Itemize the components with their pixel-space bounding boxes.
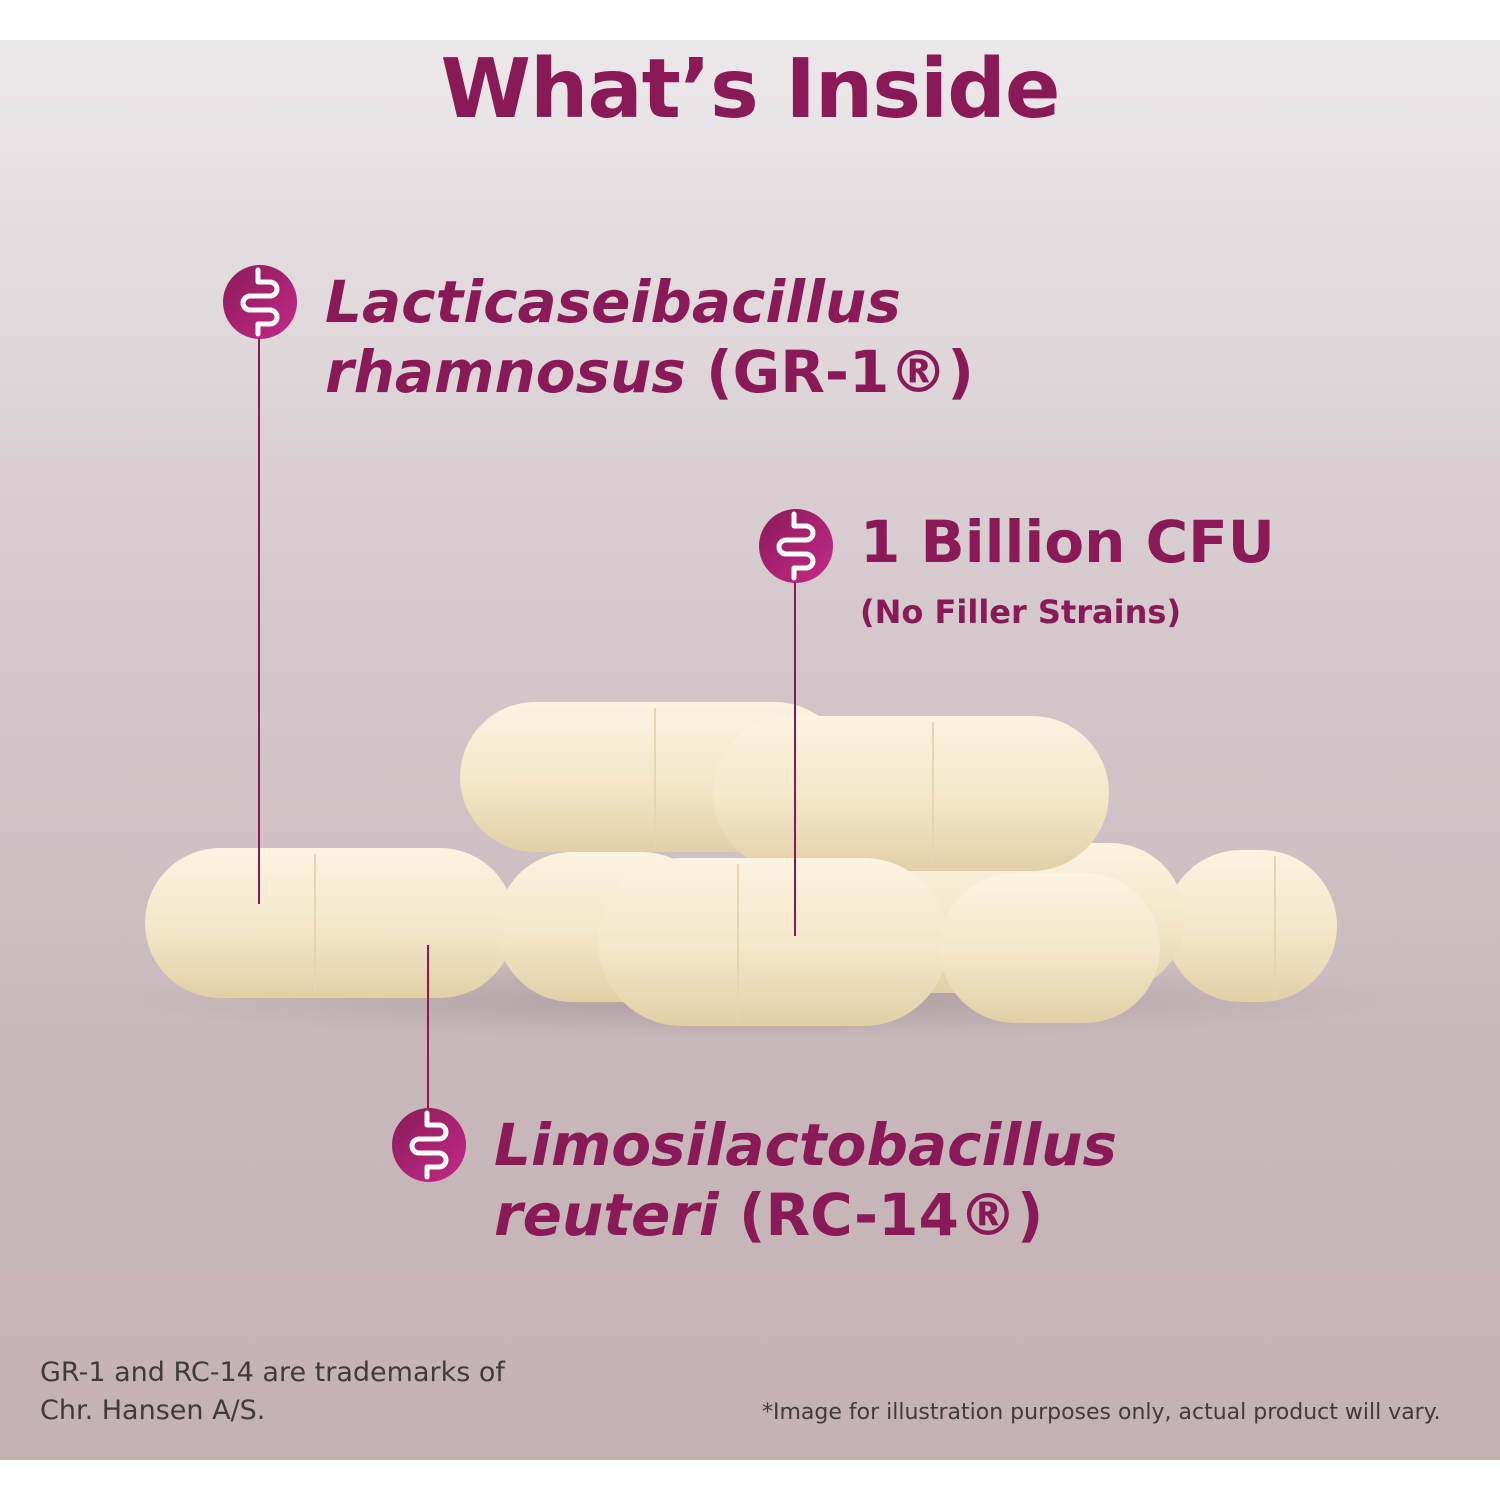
ingredient-strain: (RC-14®)	[738, 1180, 1044, 1249]
trademark-line: Chr. Hansen A/S.	[40, 1395, 266, 1426]
disclaimer-note: *Image for illustration purposes only, a…	[762, 1400, 1441, 1425]
leader-line-1	[258, 338, 260, 904]
capsule	[940, 873, 1160, 1023]
trademark-note: GR-1 and RC-14 are trademarks of Chr. Ha…	[40, 1354, 505, 1430]
ingredient-rhamnosus: Lacticaseibacillus rhamnosus (GR-1®)	[325, 268, 974, 407]
intestine-icon	[391, 1107, 467, 1183]
leader-line-2	[794, 580, 796, 936]
capsule-illustration	[120, 702, 1400, 1040]
intestine-icon	[222, 264, 298, 340]
ingredient-latin-name: Limosilactobacillus	[494, 1111, 1117, 1179]
capsule	[1165, 850, 1337, 1002]
leader-line-3	[427, 945, 429, 1117]
infographic-panel: What’s Inside	[0, 40, 1500, 1460]
page-title: What’s Inside	[440, 42, 1061, 137]
cfu-headline: 1 Billion CFU	[860, 508, 1275, 576]
intestine-icon	[758, 508, 834, 584]
capsule	[598, 858, 948, 1026]
capsule	[713, 716, 1109, 871]
ingredient-latin-name: Lacticaseibacillus	[325, 268, 901, 336]
ingredient-latin-name: reuteri	[494, 1180, 719, 1249]
trademark-line: GR-1 and RC-14 are trademarks of	[40, 1357, 505, 1388]
ingredient-reuteri: Limosilactobacillus reuteri (RC-14®)	[494, 1111, 1117, 1250]
ingredient-strain: (GR-1®)	[706, 337, 974, 406]
ingredient-latin-name: rhamnosus	[325, 337, 686, 406]
capsule	[145, 848, 515, 998]
cfu-subtext: (No Filler Strains)	[860, 593, 1182, 631]
